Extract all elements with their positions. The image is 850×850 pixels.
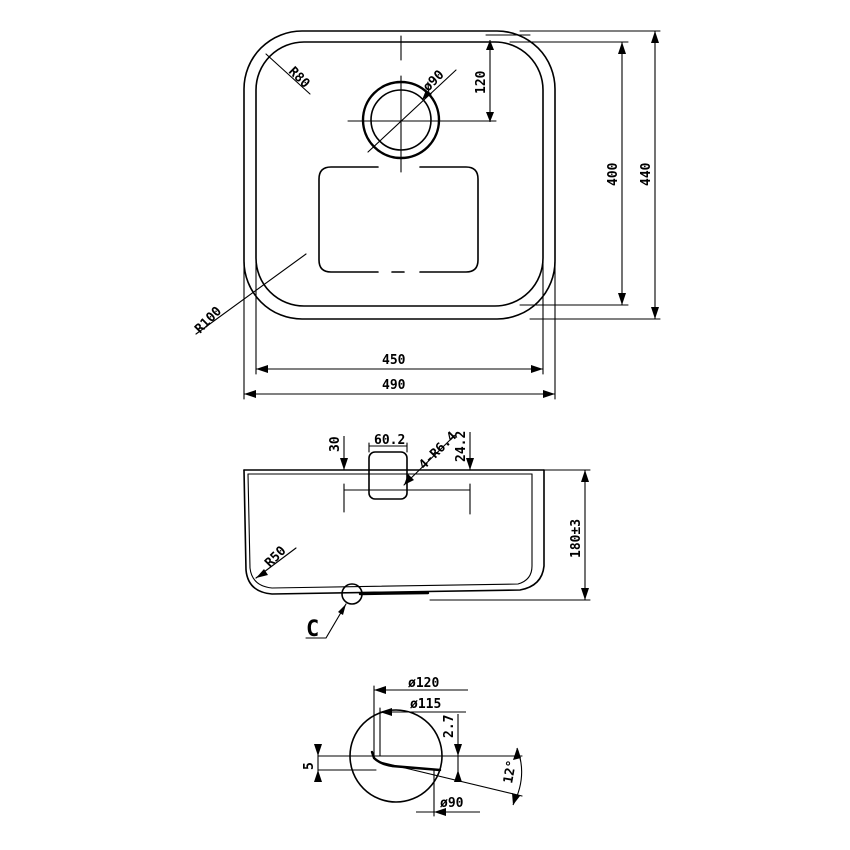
angle-label: 12° — [501, 759, 520, 785]
detail-flange-section — [370, 750, 442, 772]
thickness-label: 5 — [302, 762, 317, 770]
inner-depth-label: 400 — [606, 162, 621, 186]
outer-dia-label: ø120 — [408, 676, 439, 691]
bowl-profile-outer — [243, 469, 545, 595]
detail-c-marker — [341, 583, 363, 605]
bottom-panel — [318, 166, 479, 273]
outer-rim — [243, 30, 556, 320]
detail-angle-line — [379, 761, 523, 797]
overflow-slot — [368, 451, 408, 500]
drain-diameter-leader — [367, 69, 457, 153]
drain-flange-section — [358, 591, 430, 596]
overflow-radius-leader — [403, 439, 451, 486]
radius-small-leader — [265, 53, 311, 95]
outer-depth-label: 440 — [639, 162, 654, 186]
detail-c-leader — [305, 603, 347, 639]
overflow-width-label: 60.2 — [374, 433, 405, 448]
offset-label: 2.7 — [442, 715, 457, 738]
bowl-profile-inner — [247, 473, 533, 589]
bowl-depth-label: 180±3 — [569, 519, 584, 558]
inner-bowl — [255, 41, 544, 307]
bottom-radius-label: R50 — [262, 543, 289, 570]
overflow-height-label: 24.2 — [454, 431, 469, 462]
outer-width-label: 490 — [382, 378, 406, 393]
drain-offset-label: 120 — [474, 70, 489, 94]
radius-large-label: R100 — [192, 304, 225, 337]
flange-label: 30 — [328, 436, 343, 452]
side-view: 30 60.2 4-R6.4 24.2 180±3 R50 C — [243, 429, 591, 642]
mid-dia-label: ø115 — [410, 697, 441, 712]
radius-large-leader — [195, 253, 307, 335]
top-view: ø90 120 R80 R100 400 440 — [192, 30, 661, 400]
inner-width-label: 450 — [382, 353, 406, 368]
detail-c-label: C — [306, 617, 319, 642]
radius-small-label: R80 — [285, 64, 312, 91]
detail-c-view: ø120 ø115 2.7 5 12° ø90 — [302, 676, 523, 817]
inner-dia-label: ø90 — [440, 796, 464, 811]
